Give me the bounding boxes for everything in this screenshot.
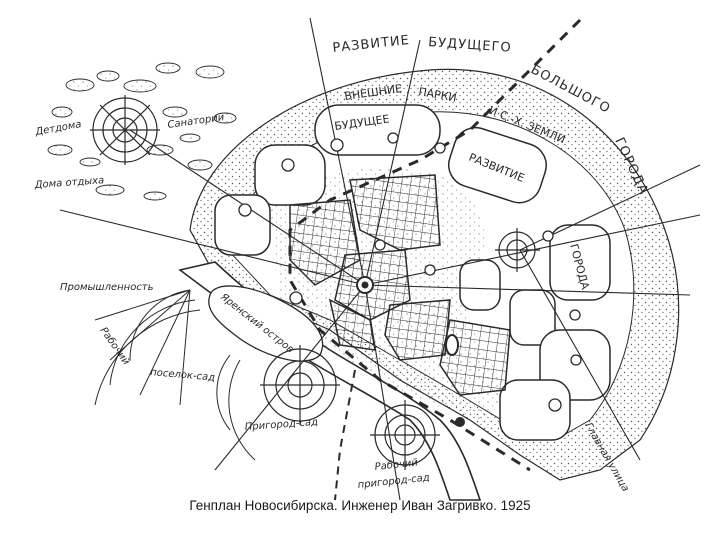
grid-quarter-s — [384, 299, 451, 361]
development-block — [448, 126, 547, 204]
future-block — [314, 104, 441, 156]
label-industry: Промышленность — [60, 282, 154, 293]
street-nodes — [238, 132, 582, 412]
railway-line-2 — [334, 369, 356, 501]
label-workers-2: Рабочий — [374, 456, 419, 473]
circus-suburb-2 — [370, 400, 440, 470]
block-s — [499, 379, 571, 441]
label-future: БУДУЩЕГО — [428, 35, 512, 56]
center-node-dot — [361, 281, 369, 289]
gridded-quarters — [289, 174, 511, 396]
countryside-blobs — [47, 62, 237, 201]
grid-quarter-n — [349, 174, 441, 251]
label-development: РАЗВИТИЕ — [332, 33, 411, 56]
station-node — [445, 334, 459, 356]
grid-quarter-sw — [328, 298, 376, 351]
map-caption: Генплан Новосибирска. Инженер Иван Загри… — [189, 498, 531, 513]
label-settlement-garden: поселок-сад — [150, 367, 216, 384]
block-mid-e — [459, 259, 501, 311]
circus-children-home — [90, 95, 160, 165]
circus-nodes — [90, 95, 540, 470]
label-children-home: Детдома — [34, 119, 83, 138]
label-rest-homes: Дома отдыха — [33, 175, 104, 191]
label-suburb-garden-2: пригород-сад — [357, 472, 430, 491]
circus-east — [495, 228, 540, 272]
south-node — [455, 417, 465, 427]
label-suburb-garden: Пригород-сад — [244, 417, 318, 433]
block-nw — [254, 144, 326, 206]
railway-line — [288, 18, 582, 472]
workers-settlement-fan — [94, 289, 256, 461]
circus-suburb-1 — [260, 345, 340, 425]
